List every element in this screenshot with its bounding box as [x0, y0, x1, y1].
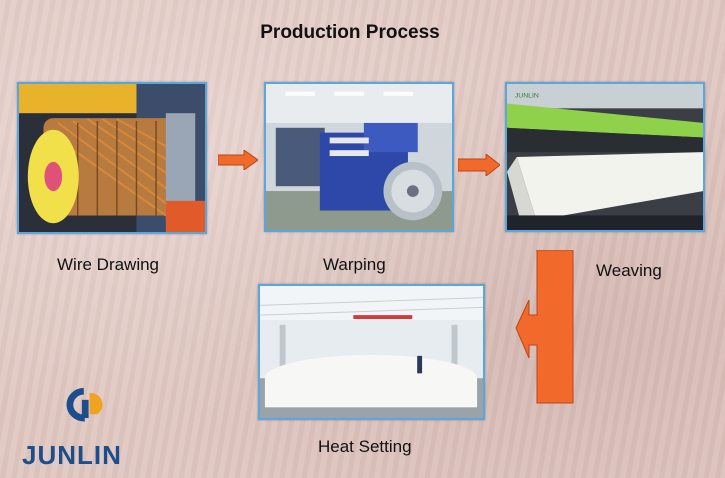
step-label-weaving: Weaving: [596, 261, 662, 280]
svg-text:JUNLIN: JUNLIN: [515, 93, 539, 100]
step-label-heat-setting: Heat Setting: [318, 437, 412, 456]
warping-photo: [264, 82, 454, 232]
wire-drawing-photo: [17, 82, 207, 234]
arrow-right-icon: [458, 154, 500, 176]
junlin-logo-icon: [66, 387, 103, 422]
weaving-photo: JUNLIN: [505, 82, 705, 232]
logo-text: JUNLIN: [22, 440, 122, 470]
arrow-turn-left-icon: [515, 250, 574, 404]
heat-setting-photo: [258, 284, 485, 420]
page-title: Production Process: [260, 22, 440, 43]
arrow-right-icon: [218, 150, 258, 170]
step-label-wire-drawing: Wire Drawing: [57, 255, 160, 274]
step-label-warping: Warping: [323, 255, 386, 274]
